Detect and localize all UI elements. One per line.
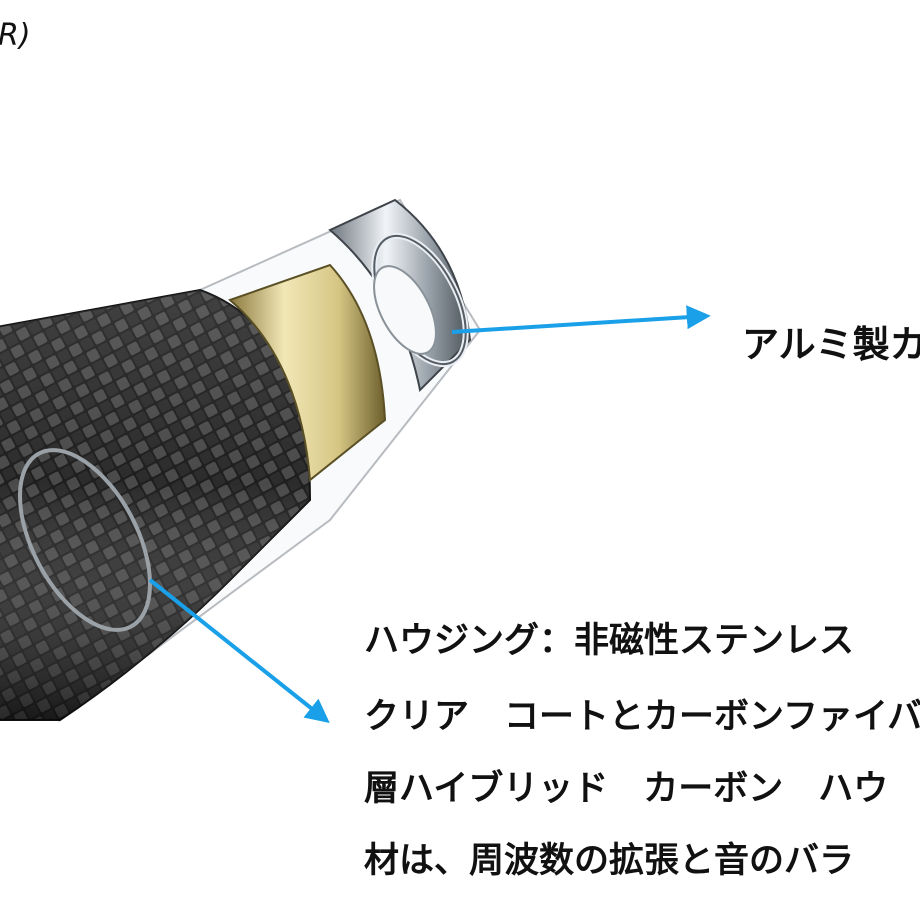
- arrow-to-aluminum: [451, 305, 711, 334]
- carbon-sleeve: [0, 288, 312, 721]
- corner-text: R): [0, 18, 31, 53]
- description-line: ハウジング：非磁性ステンレス: [364, 621, 855, 661]
- gold-ring: [228, 263, 387, 482]
- description-line: 材は、周波数の拡張と音のバラ: [364, 841, 855, 881]
- aluminum-end-cap: [328, 198, 472, 393]
- description-line: 層ハイブリッド カーボン ハウ: [364, 769, 889, 809]
- description-line: クリア コートとカーボンファイバ: [364, 697, 920, 737]
- arrow-to-housing: [148, 578, 330, 723]
- aluminum-label: アルミ製カ: [742, 323, 920, 366]
